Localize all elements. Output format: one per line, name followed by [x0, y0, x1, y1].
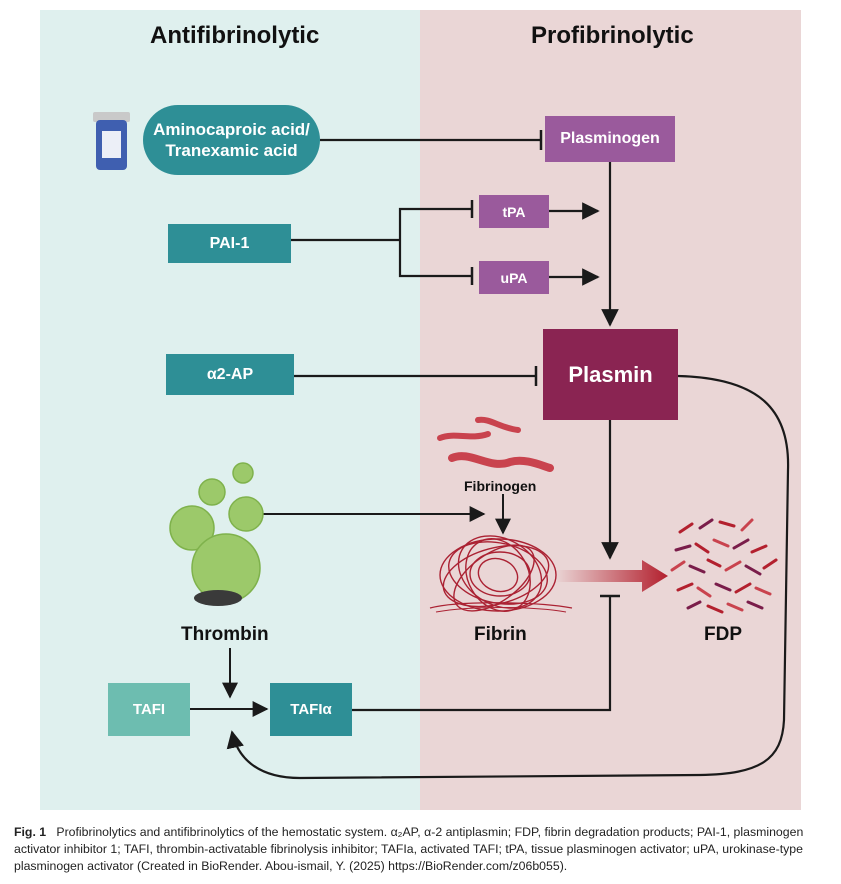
tpa-node: tPA: [479, 195, 549, 228]
figure-caption-label: Fig. 1: [14, 825, 47, 839]
fdp-label: FDP: [704, 624, 742, 645]
profibrinolytic-heading: Profibrinolytic: [531, 22, 694, 49]
aminocaproic-tranexamic-node: Aminocaproic acid/ Tranexamic acid: [143, 105, 320, 175]
thrombin-label: Thrombin: [181, 624, 269, 645]
fibrinogen-label: Fibrinogen: [464, 478, 537, 494]
plasminogen-node: Plasminogen: [545, 116, 675, 162]
tafi-node: TAFI: [108, 683, 190, 736]
alpha2-antiplasmin-node: α2-AP: [166, 354, 294, 395]
plasmin-node: Plasmin: [543, 329, 678, 420]
fibrin-mesh-image: [429, 535, 573, 613]
conversion-arrow: [555, 560, 668, 592]
pai1-node: PAI-1: [168, 224, 291, 263]
pill-bottle-icon: [93, 112, 130, 170]
tafia-node: TAFIα: [270, 683, 352, 736]
figure-caption: Fig. 1 Profibrinolytics and antifibrinol…: [14, 824, 829, 875]
fibrinogen-strands: [437, 416, 554, 472]
fibrin-label: Fibrin: [474, 624, 527, 645]
figure-caption-text: Profibrinolytics and antifibrinolytics o…: [14, 825, 804, 873]
upa-node: uPA: [479, 261, 549, 294]
thrombin-molecule-image: [169, 462, 264, 606]
fdp-fragments-image: [670, 518, 778, 614]
antifibrinolytic-heading: Antifibrinolytic: [150, 22, 320, 49]
